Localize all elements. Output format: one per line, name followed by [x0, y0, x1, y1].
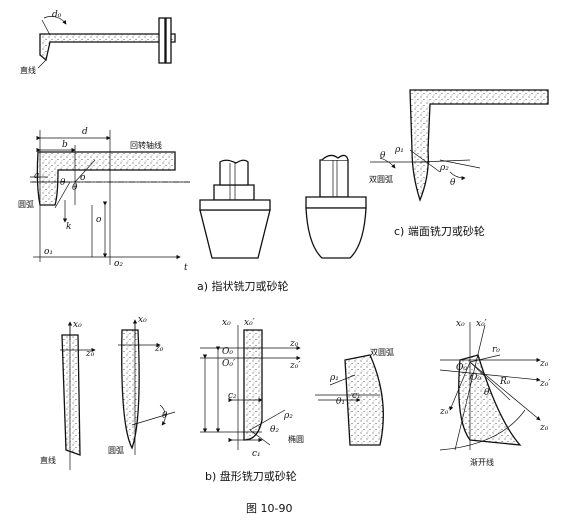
p2-label-b3: ρ₂ [283, 411, 293, 421]
theta-label-b5: θ [484, 388, 490, 398]
x0-label-b3: x₀ [222, 318, 231, 328]
finger-tool-2 [305, 154, 367, 259]
x0p-label-b5: x₀′ [476, 319, 487, 329]
top-straight-tool: d₀ 直线 [20, 10, 176, 75]
arc-label-b: 圆弧 [108, 445, 124, 455]
R0-label-b5: R₀ [499, 377, 511, 387]
ellipse-label: 椭圆 [288, 434, 304, 444]
disc-straight: x₀ z₀ 直线 [40, 320, 96, 470]
O0-label-b5: O₀ [456, 363, 467, 373]
c1-label-b4: c₁ [352, 391, 361, 401]
c1-label-b3: c₁ [252, 449, 261, 459]
x0-label-b1: x₀ [73, 320, 82, 330]
x0-label-b2: x₀ [138, 315, 147, 325]
theta2-label-b3: θ₂ [270, 425, 279, 435]
x0-label-b5: x₀ [456, 319, 465, 329]
z0-label-b5: z₀ [539, 359, 549, 369]
arc-label: 圆弧 [18, 199, 34, 209]
o-label: o [96, 215, 102, 225]
involute-label: 渐开线 [470, 457, 494, 467]
z0-label-b1: z₀ [85, 349, 95, 359]
end-mill-tool: θ ρ₁ ρ₂ θ 双圆弧 [369, 89, 549, 202]
rotation-axis-label: 回转轴线 [130, 140, 162, 150]
straight-line-label-top: 直线 [20, 65, 36, 75]
O0-label-b3: O₀ [222, 347, 233, 357]
disc-involute: x₀ x₀′ r₀ O₀ O₀′ R₀ z₀ z₀′ z₀′ z₀ θ 渐开线 [439, 319, 550, 467]
disc-double-arc: ρ₁ θ₁ c₁ 双圆弧 [315, 347, 394, 446]
O0p-label-b5: O₀′ [470, 373, 483, 383]
o1-label: o₁ [44, 247, 53, 257]
a-label: a [34, 171, 39, 181]
z0p-label-b5-2: z₀′ [439, 407, 450, 417]
d-label: d [82, 127, 88, 137]
theta-label-b2: θ [162, 411, 168, 421]
caption-c: c) 端面铣刀或砂轮 [394, 224, 485, 238]
p2-label-end: ρ₂ [439, 163, 449, 173]
d0-label-top: d₀ [52, 10, 62, 20]
p1-label-b4: ρ₁ [329, 373, 339, 383]
caption-b: b) 盘形铣刀或砂轮 [205, 469, 297, 483]
theta-label-end: θ [380, 151, 386, 161]
z0-label-b3: z₀ [289, 339, 299, 349]
x0p-label-b3: x₀′ [244, 318, 255, 328]
b-label: b [62, 140, 68, 150]
figure-caption: 图 10-90 [246, 502, 292, 515]
o-label-2: o [80, 173, 86, 183]
o2-label: o₂ [114, 259, 123, 269]
t-label: t [184, 263, 188, 273]
double-arc-label-c: 双圆弧 [369, 174, 393, 184]
disc-ellipse: x₀ x₀′ O₀ O₀′ z₀ z₀′ c₂ c₁ ρ₂ θ₂ 椭圆 [200, 318, 304, 459]
r0-label-b5: r₀ [492, 345, 500, 355]
theta-label-arc: θ [72, 183, 78, 193]
finger-tool-1 [199, 159, 271, 259]
k-label: k [66, 222, 71, 232]
O0p-label-b3: O₀′ [222, 359, 235, 369]
z0p-label-b3: z₀′ [289, 361, 300, 371]
disc-arc: x₀ z₀ θ 圆弧 [108, 315, 176, 455]
theta1-label-b4: θ₁ [336, 397, 345, 407]
theta-label-arc-2: θ [60, 178, 66, 188]
c2-label-b3: c₂ [228, 391, 237, 401]
double-arc-label-b: 双圆弧 [370, 347, 394, 357]
p1-label-end: ρ₁ [394, 145, 404, 155]
straight-line-label-b: 直线 [40, 455, 56, 465]
z0p-label-b5: z₀′ [539, 379, 550, 389]
theta-label-end-2: θ [450, 178, 456, 188]
z0-label-b5-2: z₀ [539, 423, 549, 433]
z0-label-b2: z₀ [154, 344, 164, 354]
arc-tool-diagram: d b a θ θ k o o o₁ o₂ t 回转轴线 圆弧 [18, 127, 190, 273]
caption-a: a) 指状铣刀或砂轮 [197, 279, 289, 293]
